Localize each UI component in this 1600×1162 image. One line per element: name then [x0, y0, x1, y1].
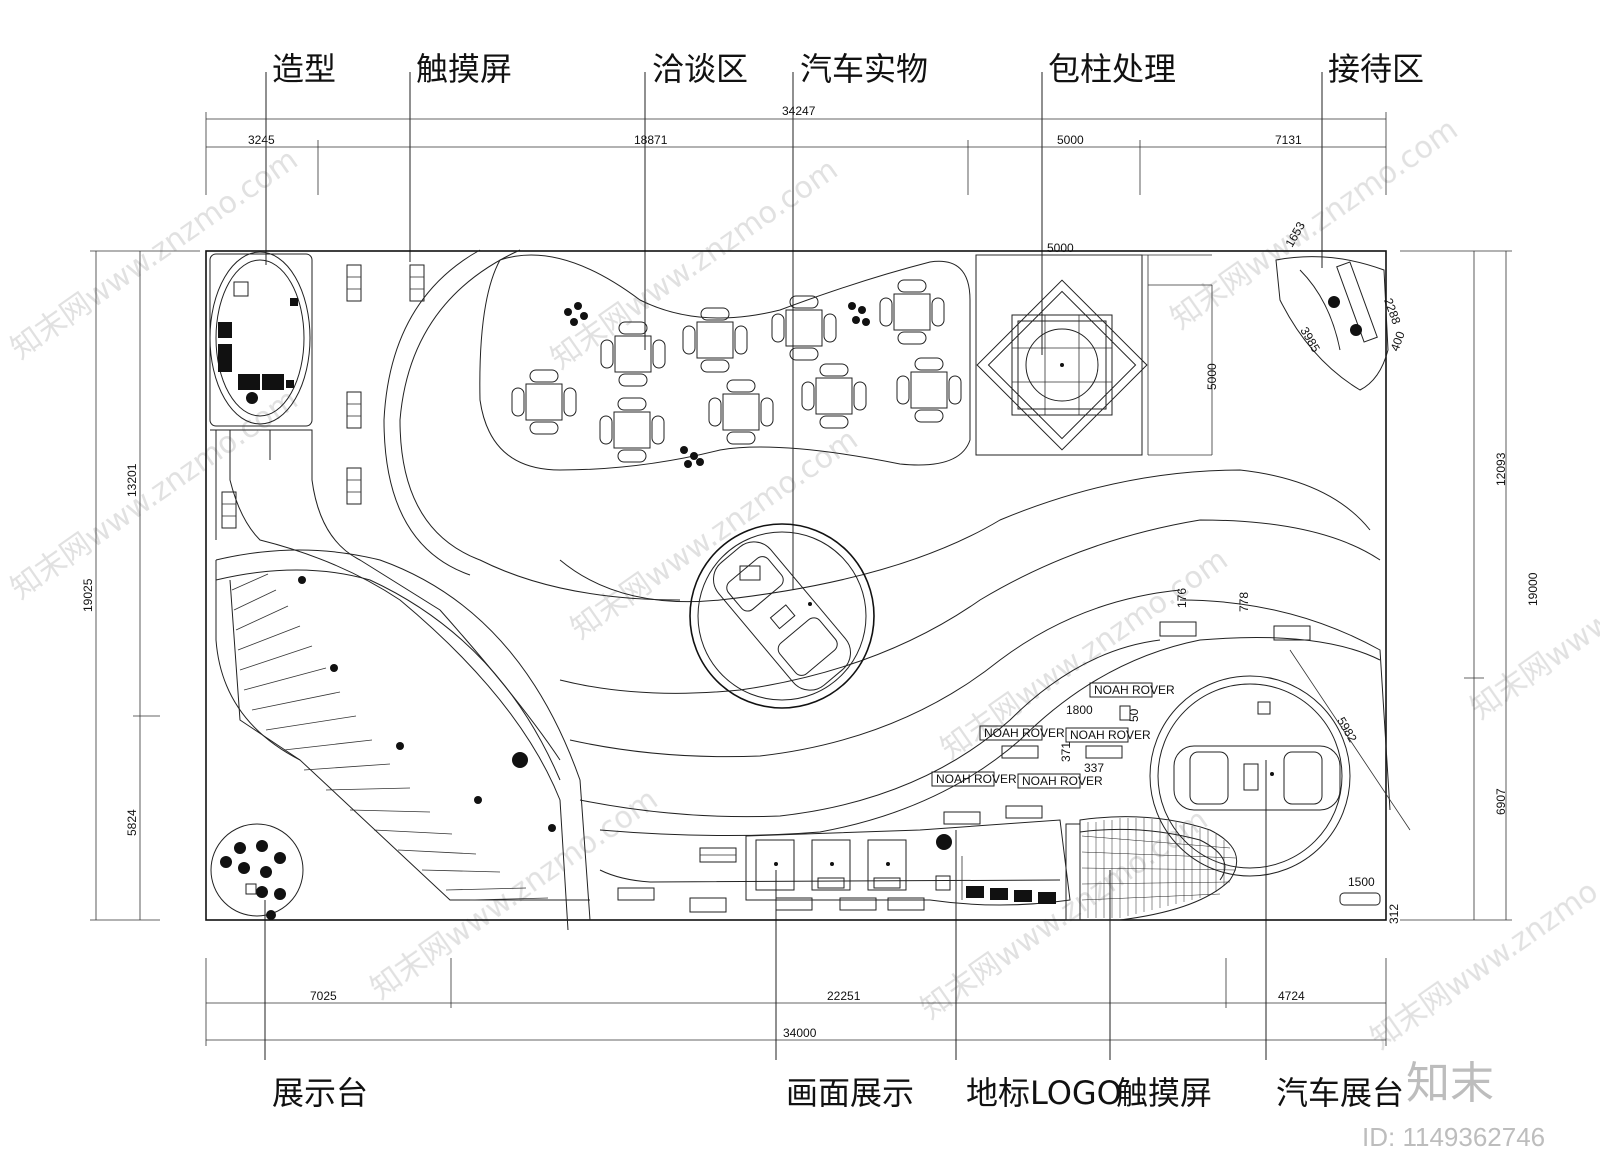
- ramp-hatching: [231, 573, 549, 901]
- screen-display-panels: [745, 819, 1071, 906]
- dim-right-seg: 6907: [1494, 788, 1508, 815]
- dim-reception: 3985: [1297, 325, 1323, 355]
- sign-text: NOAH ROVER: [984, 726, 1065, 740]
- left-dimensions: 19025 13201 5824: [81, 250, 200, 921]
- bottom-callouts: 展示台 画面展示 地标LOGO 触摸屏 汽车展台: [264, 760, 1404, 1112]
- dim-logo: 337: [1084, 761, 1104, 775]
- landmark-logo-mesh: [1065, 816, 1238, 921]
- right-dimensions: 12093 19000 6907: [1400, 250, 1540, 921]
- dim-logo: 1800: [1066, 703, 1093, 717]
- dim-ramp: 176: [1175, 588, 1189, 608]
- dim-logo: 371: [1059, 742, 1073, 762]
- booth-plan: 5000 5000 1653 2288 3985 400: [205, 219, 1411, 931]
- image-id: ID: 1149362746: [1362, 1122, 1545, 1152]
- watermark: 知末网www.znzmo.com: [545, 152, 845, 377]
- dim-top-total: 34247: [782, 104, 816, 118]
- dim-bottom-seg: 22251: [827, 989, 861, 1003]
- dim-bottom-right: 312: [1387, 904, 1401, 924]
- label-car-platform: 汽车展台: [1276, 1074, 1404, 1112]
- dim-reception: 400: [1388, 329, 1408, 353]
- dim-bottom-seg: 4724: [1278, 989, 1305, 1003]
- dim-pillar-height: 5000: [1205, 363, 1219, 390]
- logo-bench: [935, 834, 1056, 904]
- watermark: 知末网www.znzmo.com: [1165, 112, 1465, 337]
- dim-right-seg: 12093: [1494, 452, 1508, 486]
- top-callouts: 造型 触摸屏 洽谈区 汽车实物 包柱处理 接待区: [265, 50, 1424, 590]
- car-exhibit: [689, 523, 875, 709]
- sign-boxes: NOAH ROVER NOAH ROVER NOAH ROVER NOAH RO…: [931, 682, 1175, 789]
- car-platform: [1149, 675, 1351, 877]
- plants: [564, 302, 870, 468]
- negotiation-area-boundary: [479, 254, 971, 471]
- label-modeling: 造型: [272, 50, 336, 88]
- booth-boundary: [205, 250, 1387, 921]
- touchscreens-right: [617, 621, 1311, 911]
- dim-pillar-width: 5000: [1047, 241, 1074, 255]
- dim-left-seg: 13201: [125, 463, 139, 497]
- dim-right-total: 19000: [1526, 572, 1540, 606]
- dim-ramp: 778: [1237, 592, 1251, 612]
- watermark: 知末网www.znzmo.com: [1465, 502, 1600, 727]
- negotiation-tables: [511, 279, 962, 463]
- dim-top-seg: 5000: [1057, 133, 1084, 147]
- sign-text: NOAH ROVER: [1022, 774, 1103, 788]
- label-column-wrap: 包柱处理: [1048, 50, 1176, 88]
- dim-top-seg: 18871: [634, 133, 668, 147]
- dim-bottom-right: 1500: [1348, 875, 1375, 889]
- dim-top-seg: 3245: [248, 133, 275, 147]
- label-negotiation-area: 洽谈区: [652, 50, 748, 88]
- label-touchscreen-top: 触摸屏: [416, 50, 512, 88]
- label-screen-display: 画面展示: [786, 1074, 914, 1112]
- label-display-stand: 展示台: [272, 1074, 368, 1112]
- label-reception-area: 接待区: [1328, 50, 1424, 88]
- sign-text: NOAH ROVER: [1070, 728, 1151, 742]
- dim-left-seg: 5824: [125, 809, 139, 836]
- watermark: 知末网www.znzmo.com: [1365, 832, 1600, 1057]
- dim-bottom-seg: 7025: [310, 989, 337, 1003]
- brand-logo: 知末: [1406, 1058, 1494, 1109]
- modeling-ellipse: [209, 251, 311, 425]
- label-landmark-logo: 地标LOGO: [966, 1074, 1122, 1112]
- dim-logo: 50: [1127, 708, 1141, 722]
- dim-top-seg: 7131: [1275, 133, 1302, 147]
- sign-text: NOAH ROVER: [936, 772, 1017, 786]
- watermark: 知末网www.znzmo.com: [565, 422, 865, 647]
- label-touchscreen-bottom: 触摸屏: [1116, 1074, 1212, 1112]
- column-wrap: 5000 5000: [975, 241, 1219, 456]
- dim-reception: 2288: [1381, 296, 1403, 326]
- sign-text: NOAH ROVER: [1094, 683, 1175, 697]
- dim-left-total: 19025: [81, 578, 95, 612]
- reception-desk: 1653 2288 3985 400: [1275, 219, 1408, 391]
- display-stand: [210, 823, 304, 920]
- dim-ramp: 5982: [1334, 715, 1360, 745]
- bottom-right-bench: [1339, 892, 1381, 906]
- bottom-dimensions: 7025 22251 4724 34000: [205, 958, 1387, 1046]
- watermark: 知末网www.znzmo.com: [365, 782, 665, 1007]
- dim-bottom-total: 34000: [783, 1026, 817, 1040]
- touchscreens-left: [221, 264, 425, 529]
- top-dimensions: 34247 3245 18871 5000 7131: [205, 104, 1387, 195]
- label-car-exhibit: 汽车实物: [800, 50, 928, 88]
